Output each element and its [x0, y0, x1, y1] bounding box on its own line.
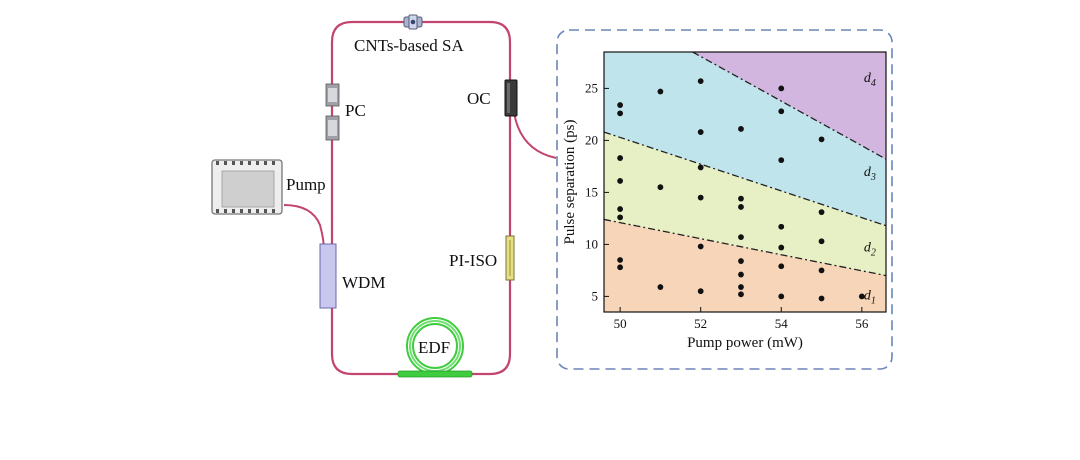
- data-point: [697, 129, 704, 135]
- point-layer: [617, 78, 865, 302]
- data-point: [778, 263, 785, 270]
- data-point: [697, 78, 704, 85]
- data-point: [818, 238, 825, 245]
- boundary-line-2: [603, 131, 887, 227]
- data-point: [697, 164, 704, 171]
- x-tick-label: 52: [694, 316, 707, 331]
- sa-connector: [403, 14, 423, 30]
- data-point: [617, 102, 624, 108]
- x-axis-label: Pump power (mW): [687, 335, 803, 351]
- region-d2: [604, 132, 886, 276]
- region-label-subscript: 3: [870, 172, 876, 183]
- boundary-line-1: [603, 218, 887, 277]
- oc-label: OC: [467, 89, 491, 108]
- boundary-line-3: [692, 51, 887, 160]
- boundary-layer: [603, 51, 887, 277]
- data-point: [657, 88, 664, 95]
- plot-frame: [603, 51, 887, 313]
- y-tick-label: 25: [585, 80, 598, 95]
- data-point: [738, 284, 744, 290]
- pump-label: Pump: [286, 175, 326, 194]
- wdm-label: WDM: [342, 273, 385, 292]
- data-point: [778, 157, 785, 164]
- data-point: [617, 214, 624, 221]
- pc-component: [325, 83, 340, 141]
- y-tick-label: 10: [585, 236, 598, 251]
- data-point: [617, 110, 624, 117]
- data-point: [738, 204, 744, 210]
- iso-label: PI-ISO: [449, 251, 497, 270]
- data-point: [697, 243, 704, 250]
- edf-coil: [397, 317, 473, 378]
- data-point: [738, 126, 744, 132]
- tick-layer: 50 52 54 56 5 10 15 20 25: [585, 80, 869, 331]
- fiber-ring: [330, 20, 512, 376]
- iso-component: [505, 235, 515, 281]
- data-point: [778, 108, 785, 115]
- data-point: [617, 155, 624, 161]
- data-point: [778, 293, 785, 300]
- data-point: [617, 206, 624, 212]
- data-point: [617, 257, 624, 263]
- pump-fiber: [283, 204, 325, 251]
- data-point: [697, 194, 704, 201]
- data-point: [818, 295, 825, 302]
- region-d3: [604, 52, 886, 226]
- output-fiber: [513, 111, 557, 159]
- wdm-component: [319, 243, 337, 309]
- data-point: [738, 291, 744, 298]
- region-d1: [604, 219, 886, 312]
- region-label-subscript: 1: [871, 296, 876, 307]
- data-point: [778, 244, 785, 251]
- data-point: [697, 288, 704, 295]
- data-point: [617, 264, 624, 271]
- sa-label: CNTs-based SA: [354, 36, 465, 55]
- pc-label: PC: [345, 101, 366, 120]
- laser-setup: CNTs-based SA PC OC: [211, 14, 557, 378]
- data-point: [738, 234, 744, 241]
- y-tick-label: 5: [592, 288, 599, 303]
- pump-laser: [211, 159, 283, 215]
- data-point: [617, 178, 624, 184]
- oc-component: [504, 79, 518, 117]
- region-label-subscript: 2: [871, 248, 876, 259]
- data-point: [778, 85, 785, 92]
- x-tick-label: 54: [775, 316, 789, 331]
- x-tick-label: 56: [855, 316, 869, 331]
- y-axis-label: Pulse separation (ps): [562, 120, 578, 245]
- chart-panel-border: [556, 29, 893, 370]
- data-point: [818, 136, 825, 143]
- y-tick-label: 20: [585, 132, 598, 147]
- region-layer: [604, 52, 886, 312]
- y-tick-label: 15: [585, 184, 598, 199]
- data-point: [778, 223, 785, 230]
- data-point: [818, 267, 825, 274]
- data-point: [738, 271, 744, 278]
- edf-label: EDF: [418, 338, 450, 357]
- data-point: [818, 209, 825, 216]
- data-point: [858, 293, 865, 300]
- data-point: [657, 184, 664, 191]
- data-point: [738, 195, 744, 202]
- region-label-subscript: 4: [871, 78, 876, 89]
- data-point: [657, 284, 664, 290]
- x-tick-label: 50: [614, 316, 627, 331]
- data-point: [738, 258, 744, 264]
